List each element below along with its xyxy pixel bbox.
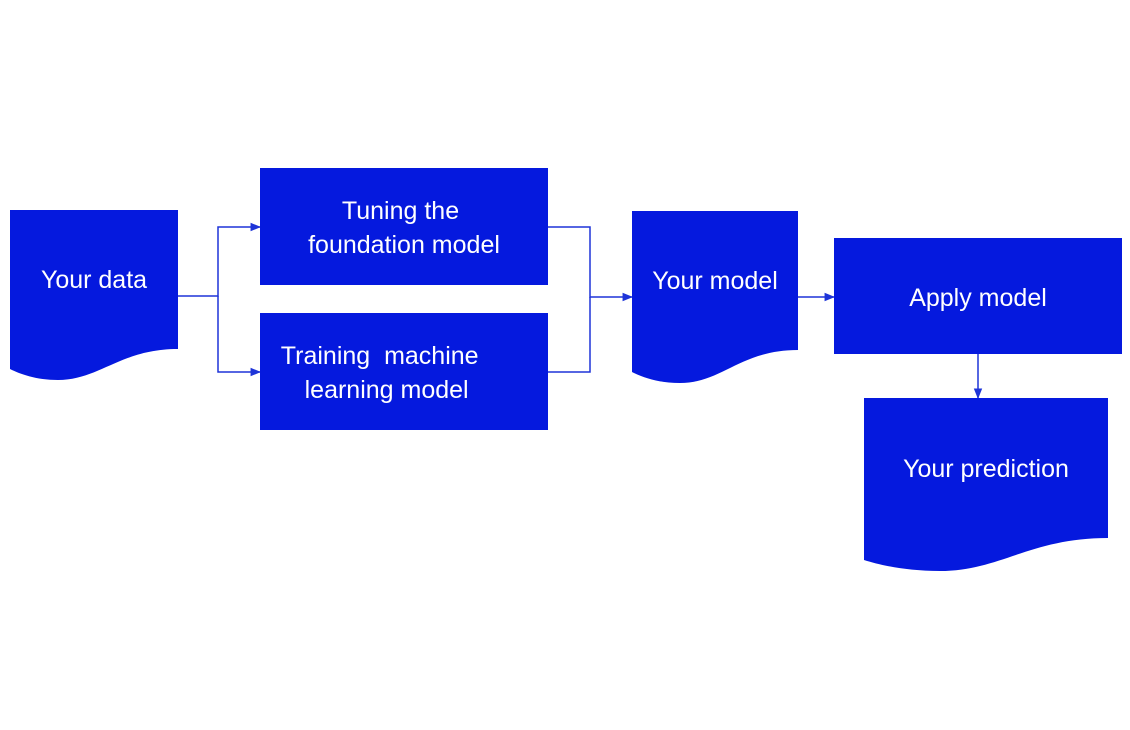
node-your-data: Your data xyxy=(10,210,178,380)
process-shape xyxy=(834,238,1122,354)
node-tuning-foundation-model: Tuning the foundation model xyxy=(260,168,548,285)
document-shape xyxy=(10,210,178,380)
node-label: Your model xyxy=(652,267,778,295)
node-label: Your prediction xyxy=(903,455,1069,483)
node-label: Your data xyxy=(41,266,147,294)
document-shape xyxy=(864,398,1108,571)
connector-data-to-tuning xyxy=(178,222,262,297)
node-label: Training machine learning model xyxy=(0,0,527,404)
connector-training-to-model xyxy=(548,297,591,373)
connectors xyxy=(178,222,983,400)
process-shape xyxy=(260,168,548,285)
document-shape xyxy=(632,211,798,383)
process-shape xyxy=(260,313,548,430)
node-label: Apply model xyxy=(909,284,1047,312)
connector-data-to-training xyxy=(217,296,262,377)
node-training-ml-model: Training machine learning model xyxy=(0,0,548,430)
node-your-model: Your model xyxy=(632,211,798,383)
node-apply-model: Apply model xyxy=(834,238,1122,354)
connector-tuning-to-model xyxy=(548,226,634,302)
node-label: Tuning the foundation model xyxy=(308,197,500,259)
node-your-prediction: Your prediction xyxy=(864,398,1108,571)
